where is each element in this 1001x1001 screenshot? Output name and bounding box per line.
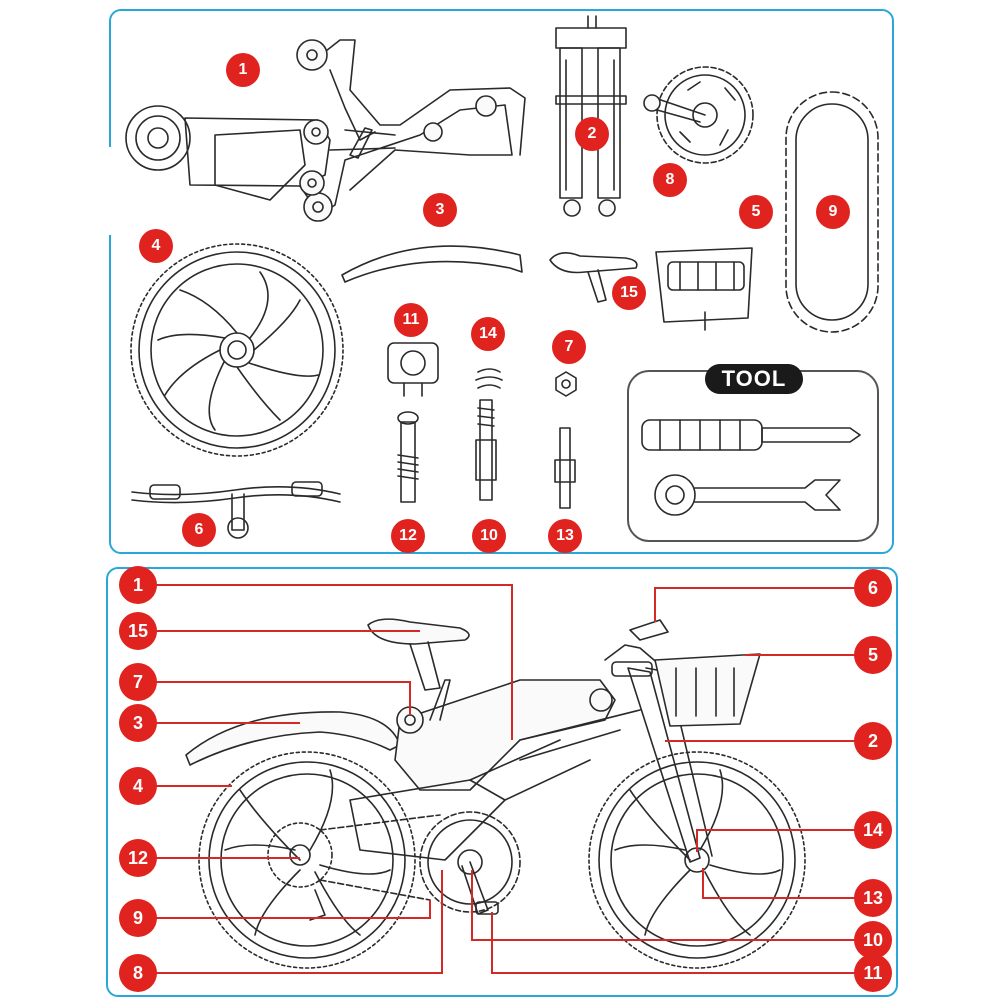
bolt-part [397, 411, 419, 503]
wrench-icon [654, 474, 841, 516]
assembly-label-3: 3 [119, 704, 157, 742]
fender-part [341, 245, 523, 283]
chain-part [785, 91, 879, 333]
assembly-panel [106, 567, 898, 997]
part-label-2: 2 [575, 117, 609, 151]
part-label-3: 3 [423, 193, 457, 227]
part-label-7: 7 [552, 330, 586, 364]
part-label-8: 8 [653, 163, 687, 197]
assembly-label-15: 15 [119, 612, 157, 650]
assembly-label-10: 10 [854, 921, 892, 959]
spring-part [475, 368, 503, 389]
basket-part [655, 247, 753, 331]
assembled-front-wheel [588, 751, 806, 969]
assembly-label-5: 5 [854, 636, 892, 674]
tool-title: TOOL [705, 364, 803, 394]
assembled-rear-wheel [198, 751, 416, 969]
part-label-10: 10 [472, 519, 506, 553]
frame-part [125, 39, 526, 222]
assembly-label-12: 12 [119, 839, 157, 877]
part-label-4: 4 [139, 229, 173, 263]
part-label-15: 15 [612, 276, 646, 310]
assembled-frame [349, 679, 641, 861]
assembly-label-9: 9 [119, 899, 157, 937]
part-label-13: 13 [548, 519, 582, 553]
part-label-9: 9 [816, 195, 850, 229]
assembly-label-6: 6 [854, 569, 892, 607]
wheel-part [130, 243, 344, 457]
part-label-5: 5 [739, 195, 773, 229]
axle-part [475, 399, 497, 501]
part-label-12: 12 [391, 519, 425, 553]
part-label-14: 14 [471, 317, 505, 351]
assembled-drivetrain [267, 811, 521, 921]
assembled-fender [185, 711, 401, 766]
saddle-part [549, 252, 638, 303]
assembly-label-4: 4 [119, 767, 157, 805]
part-label-1: 1 [226, 53, 260, 87]
part-label-6: 6 [182, 513, 216, 547]
part-label-11: 11 [394, 303, 428, 337]
parts-drawing [125, 15, 879, 539]
clamp-part [387, 342, 439, 397]
assembly-label-13: 13 [854, 879, 892, 917]
assembly-label-11: 11 [854, 954, 892, 992]
assembly-label-7: 7 [119, 663, 157, 701]
chainring-part [643, 66, 754, 164]
assembly-label-14: 14 [854, 811, 892, 849]
handlebar-part [131, 481, 341, 539]
blank-patch [109, 147, 173, 235]
nut-part [555, 371, 577, 397]
assembly-label-8: 8 [119, 954, 157, 992]
screwdriver-icon [641, 419, 861, 451]
leader-lines [150, 584, 855, 974]
assembly-label-1: 1 [119, 566, 157, 604]
assembled-basket [654, 653, 761, 727]
pin-part [554, 427, 576, 509]
parts-panel [109, 9, 894, 554]
assembly-label-2: 2 [854, 722, 892, 760]
